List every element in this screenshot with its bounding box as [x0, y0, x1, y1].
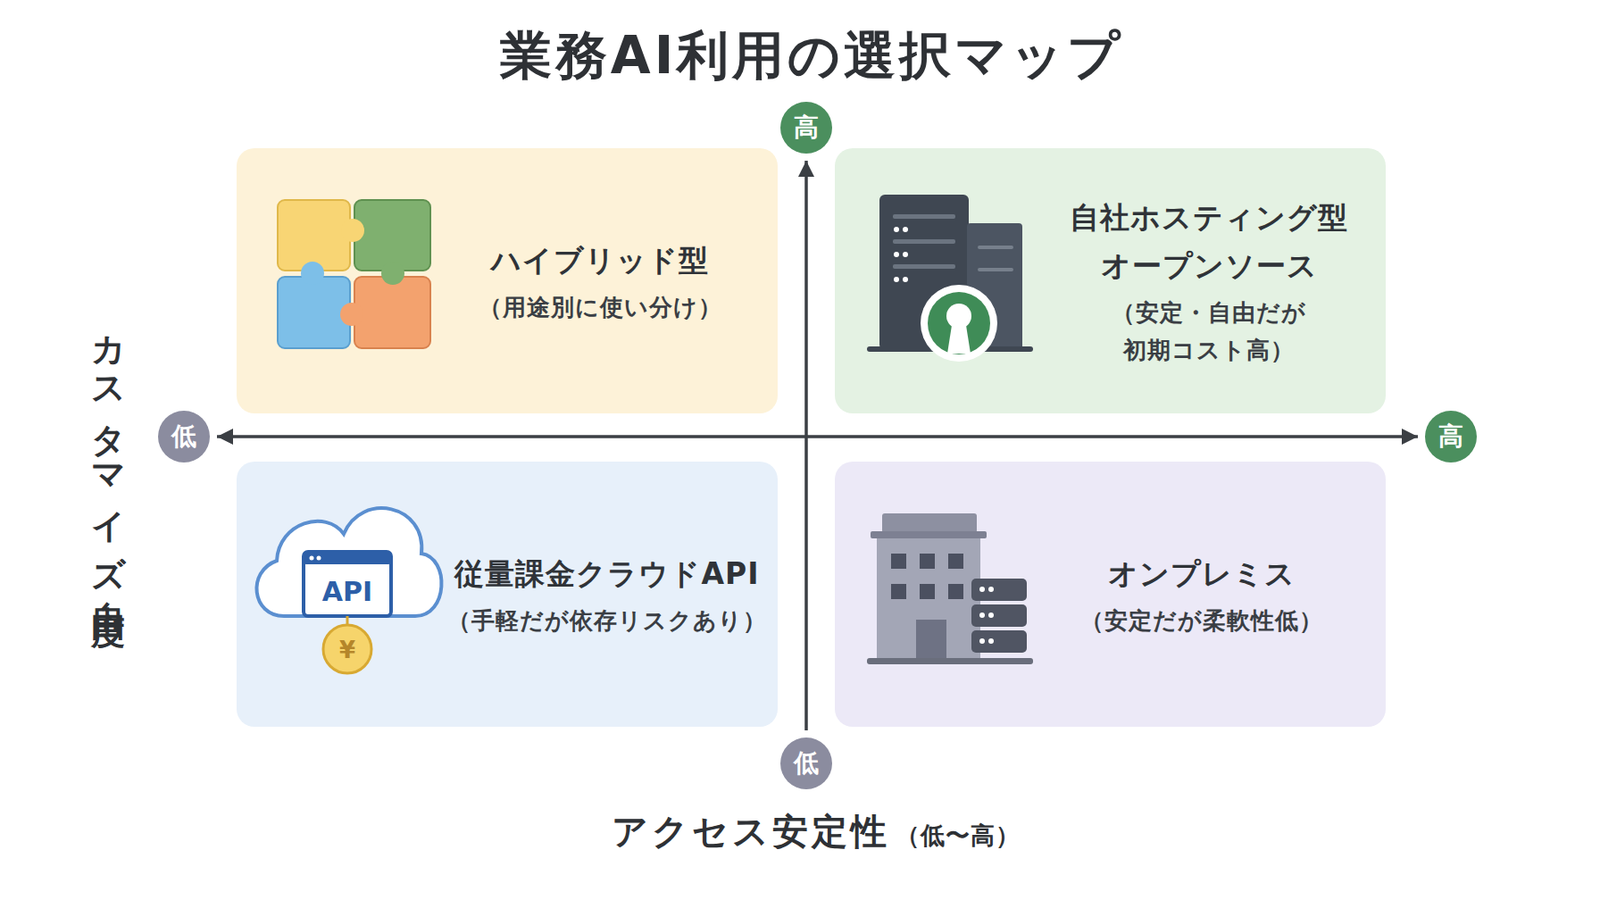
quadrant-box: 自社ホスティング型 オープンソース（安定・自由だが 初期コスト高） — [834, 148, 1386, 414]
axis-end-label: 低 — [158, 410, 210, 463]
axis-end-label: 低 — [780, 737, 833, 790]
axis-line — [216, 434, 1418, 439]
diagram-title: 業務AI利用の選択マップ — [500, 21, 1124, 92]
axis-end-label: 高 — [1425, 410, 1477, 463]
axis-range: （低〜高） — [895, 819, 1021, 852]
arrow-head — [216, 428, 234, 445]
axis-line — [804, 160, 809, 731]
text-area: 自社ホスティング型 オープンソース（安定・自由だが 初期コスト高） — [1057, 148, 1361, 414]
quadrant-box: ハイブリッド型（用途別に使い分け） — [236, 148, 778, 414]
arrow-head — [1401, 428, 1418, 445]
axis-end-circle: 低 — [158, 410, 210, 463]
quadrant-note: （用途別に使い分け） — [478, 288, 723, 326]
quadrant-box: 従量課金クラウドAPI（手軽だが依存リスクあり） — [236, 461, 778, 727]
axis-label: カスタマイズ自由度 — [84, 311, 131, 591]
quadrant-note: （安定だが柔軟性低） — [1080, 601, 1324, 640]
quadrant-note: （安定・自由だが 初期コスト高） — [1057, 293, 1361, 369]
icon-text: API — [322, 575, 373, 608]
arrow-head — [798, 160, 815, 177]
axis-end-circle: 高 — [780, 101, 833, 154]
axis-end-label: 高 — [780, 101, 833, 154]
circle-fill — [1425, 410, 1477, 463]
axis-end-circle: 低 — [780, 737, 833, 790]
axis-title-row: アクセス安定性（低〜高） — [611, 807, 1021, 857]
text-area: 従量課金クラウドAPI（手軽だが依存リスクあり） — [441, 461, 773, 727]
circle-fill — [158, 410, 210, 463]
axis-end-circle: 高 — [1425, 410, 1477, 463]
axis-label: アクセス安定性 — [611, 807, 891, 857]
circle-fill — [780, 101, 833, 154]
quadrant-title: オンプレミス — [1108, 550, 1296, 599]
icon-text: ¥ — [339, 636, 356, 664]
axis-arrow — [798, 160, 815, 731]
quadrant-title: ハイブリッド型 — [491, 236, 709, 285]
axis-arrow — [216, 428, 1418, 445]
quadrant-note: （手軽だが依存リスクあり） — [447, 601, 767, 640]
quadrant-box: オンプレミス（安定だが柔軟性低） — [834, 461, 1386, 727]
circle-fill — [780, 737, 833, 790]
text-area: ハイブリッド型（用途別に使い分け） — [434, 148, 766, 414]
quadrant-title: 自社ホスティング型 オープンソース — [1057, 193, 1361, 291]
quadrant-title: 従量課金クラウドAPI — [454, 550, 759, 599]
text-area: オンプレミス（安定だが柔軟性低） — [1036, 461, 1367, 727]
